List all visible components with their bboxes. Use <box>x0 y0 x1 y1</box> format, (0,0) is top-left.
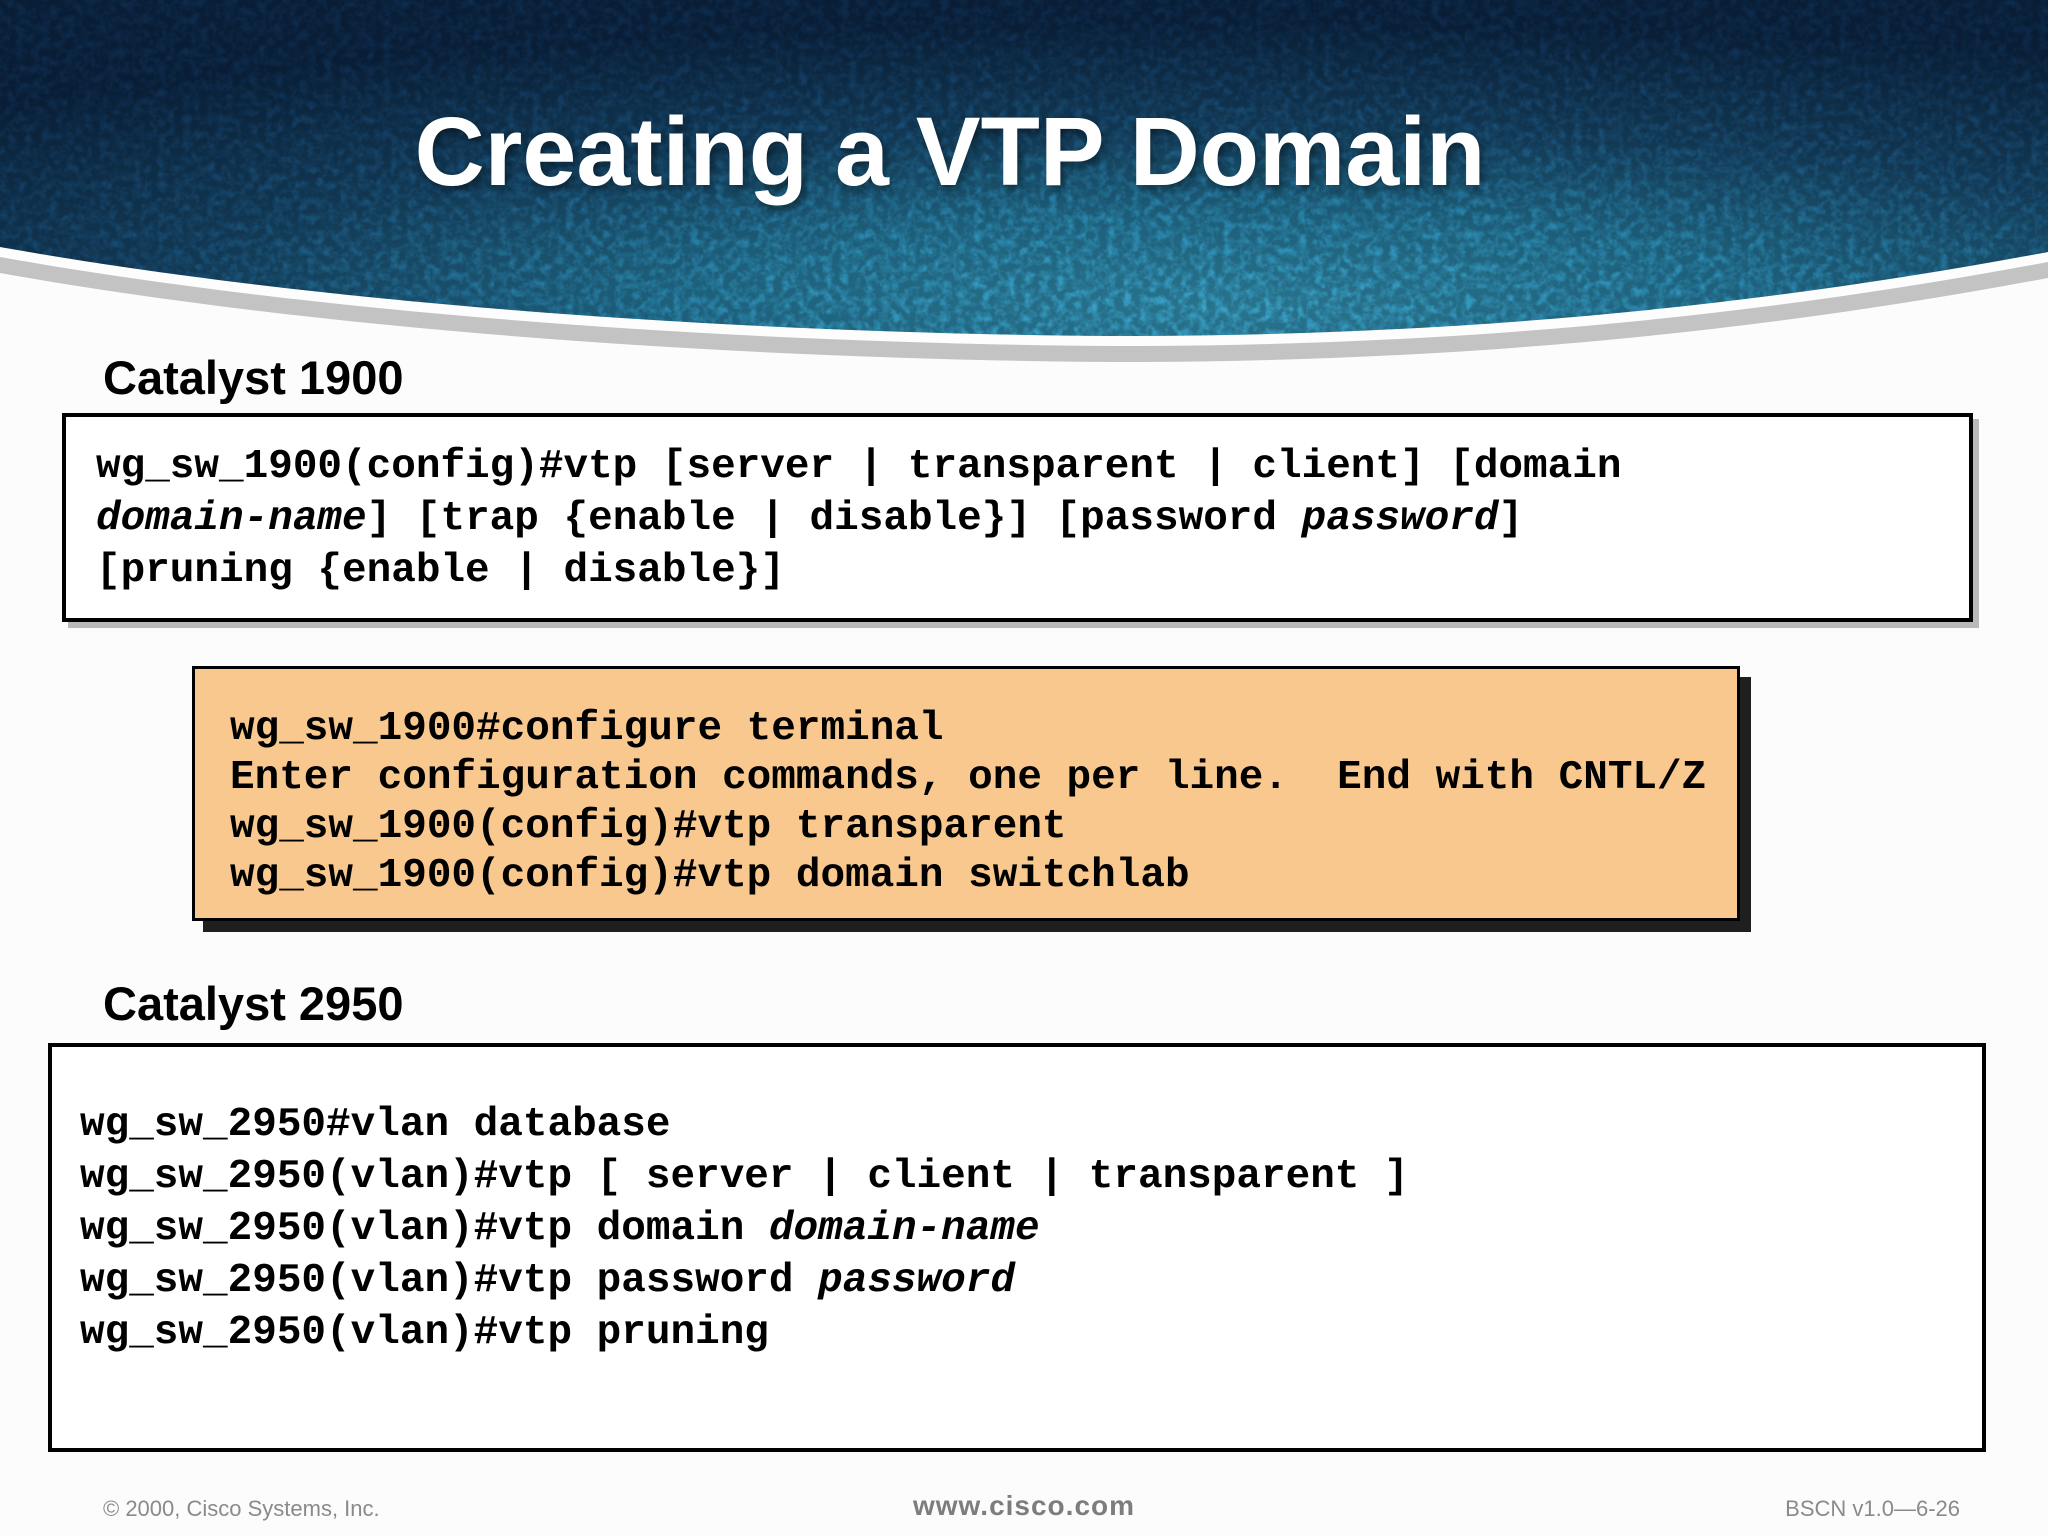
code-text: wg_sw_2950#vlan database <box>80 1102 671 1148</box>
code-text: wg_sw_2950(vlan)#vtp [ server | client |… <box>80 1154 1409 1200</box>
code-line: wg_sw_1900(config)#vtp domain switchlab <box>230 852 1737 901</box>
code-text: wg_sw_1900(config)#vtp [server | transpa… <box>96 444 1622 490</box>
code-line: wg_sw_2950(vlan)#vtp password password <box>80 1255 1982 1307</box>
code-variable: domain-name <box>768 1206 1040 1252</box>
code-text: [pruning {enable | disable}] <box>96 548 785 594</box>
code-text: Enter configuration commands, one per li… <box>230 755 1707 801</box>
doc-reference: BSCN v1.0—6-26 <box>1785 1496 1960 1521</box>
header-swoosh-graphic <box>0 0 2048 362</box>
code-line: wg_sw_1900(config)#vtp transparent <box>230 803 1737 852</box>
code-variable: domain-name <box>96 496 367 542</box>
code-text: wg_sw_2950(vlan)#vtp password <box>80 1258 819 1304</box>
code-text: wg_sw_1900#configure terminal <box>230 706 944 752</box>
code-text: wg_sw_2950(vlan)#vtp pruning <box>80 1310 769 1356</box>
code-line: wg_sw_2950(vlan)#vtp domain domain-name <box>80 1203 1982 1255</box>
website-text: www.cisco.com <box>912 1490 1136 1521</box>
code-variable: password <box>1301 496 1499 542</box>
code-text: wg_sw_2950(vlan)#vtp domain <box>80 1206 769 1252</box>
catalyst-2950-heading: Catalyst 2950 <box>103 977 404 1030</box>
copyright-text: © 2000, Cisco Systems, Inc. <box>103 1496 380 1521</box>
code-variable: password <box>818 1258 1015 1304</box>
header-texture-overlay <box>0 0 2048 336</box>
catalyst-1900-syntax-box: wg_sw_1900(config)#vtp [server | transpa… <box>62 413 1973 622</box>
code-text: ] [trap {enable | disable}] [password <box>366 496 1302 542</box>
code-line: Enter configuration commands, one per li… <box>230 754 1737 803</box>
slide-header: Creating a VTP Domain <box>0 0 2048 380</box>
code-text: wg_sw_1900(config)#vtp domain switchlab <box>230 853 1190 899</box>
catalyst-2950-command-box: wg_sw_2950#vlan database wg_sw_2950(vlan)… <box>48 1043 1986 1452</box>
code-line: domain-name] [trap {enable | disable}] [… <box>96 493 1969 545</box>
code-line: wg_sw_1900(config)#vtp [server | transpa… <box>96 441 1969 493</box>
catalyst-1900-heading: Catalyst 1900 <box>103 351 404 404</box>
code-line: wg_sw_2950(vlan)#vtp [ server | client |… <box>80 1151 1982 1203</box>
code-line: wg_sw_2950#vlan database <box>80 1099 1982 1151</box>
code-text: ] <box>1498 496 1524 542</box>
code-line: wg_sw_2950(vlan)#vtp pruning <box>80 1307 1982 1359</box>
code-line: [pruning {enable | disable}] <box>96 545 1969 597</box>
slide-footer: www.cisco.com © 2000, Cisco Systems, Inc… <box>0 1490 2048 1530</box>
slide-title: Creating a VTP Domain <box>414 97 1486 206</box>
code-line: wg_sw_1900#configure terminal <box>230 705 1737 754</box>
code-text: wg_sw_1900(config)#vtp transparent <box>230 804 1067 850</box>
